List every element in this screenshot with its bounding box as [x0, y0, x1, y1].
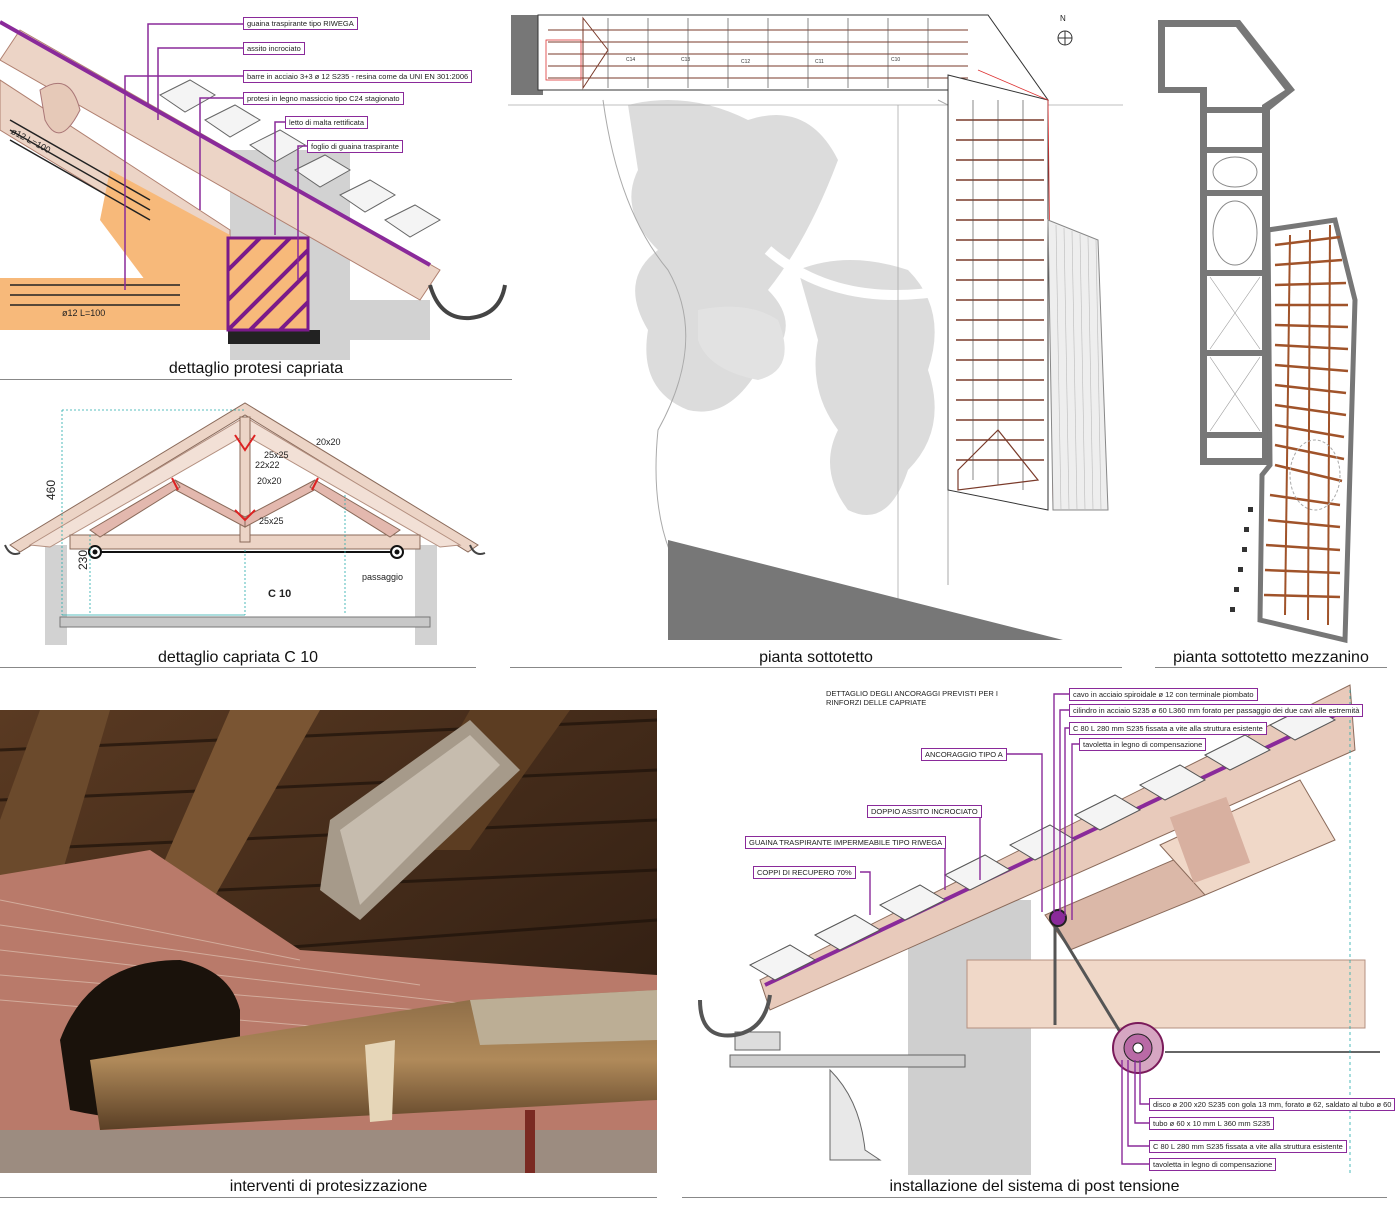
attic-photo — [0, 710, 657, 1173]
truss-drawing — [4, 402, 486, 645]
label-anchor-type-a: ANCORAGGIO TIPO A — [921, 748, 1007, 761]
dim-20x20-top: 20x20 — [316, 437, 341, 447]
caption-truss-detail: dettaglio capriata C 10 — [157, 649, 319, 666]
truss-id-label: C 10 — [268, 588, 292, 600]
label-spiral-cable: cavo in acciaio spiroidale ø 12 con term… — [1069, 688, 1258, 701]
prosthesis-drawing — [0, 20, 507, 360]
caption-prosthesis-detail: dettaglio protesi capriata — [168, 360, 344, 377]
attic-plan-drawing — [508, 14, 1123, 640]
caption-attic-plan: pianta sottotetto — [759, 649, 873, 666]
dim-20x20-mid: 20x20 — [257, 476, 282, 486]
dim-25x25-top: 25x25 — [264, 450, 289, 460]
truss-tag-c12: C12 — [741, 59, 751, 65]
rule-mezzanine — [1155, 667, 1387, 668]
truss-tag-c10: C10 — [891, 57, 901, 63]
bar-label-bottom: ø12 L=100 — [62, 308, 106, 318]
label-steel-bars: barre in acciaio 3+3 ø 12 S235 - resina … — [243, 70, 473, 83]
label-c80-top: C 80 L 280 mm S235 fissata a vite alla s… — [1069, 722, 1267, 735]
label-tavoletta-bottom: tavoletta in legno di compensazione — [1149, 1158, 1277, 1171]
dim-230: 230 — [76, 549, 90, 570]
label-c80-bottom: C 80 L 280 mm S235 fissata a vite alla s… — [1149, 1140, 1347, 1153]
attic-plan-panel: N C14 C13 C12 C11 C10 — [508, 10, 1123, 645]
label-tavoletta-top: tavoletta in legno di compensazione — [1079, 738, 1207, 751]
room-label-passaggio: passaggio — [362, 572, 404, 582]
rule-prosthesis — [0, 379, 512, 380]
label-recycled-tiles: COPPI DI RECUPERO 70% — [753, 866, 856, 879]
post-tension-drawing — [698, 684, 1380, 1175]
dim-460: 460 — [44, 479, 58, 500]
truss-tag-c14: C14 — [626, 57, 636, 63]
photo-panel — [0, 710, 657, 1173]
rule-truss — [0, 667, 476, 668]
caption-post-tension: installazione del sistema di post tensio… — [889, 1178, 1180, 1195]
north-label: N — [1060, 14, 1066, 23]
label-tube: tubo ø 60 x 10 mm L 360 mm S235 — [1149, 1117, 1275, 1130]
label-steel-cylinder: cilindro in acciaio S235 ø 60 L360 mm fo… — [1069, 704, 1364, 717]
dim-22x22: 22x22 — [255, 460, 280, 470]
dim-25x25-bottom: 25x25 — [259, 516, 284, 526]
truss-detail-panel: 20x20 25x25 22x22 20x20 25x25 460 230 C … — [0, 395, 490, 645]
mezzanine-plan-panel — [1150, 15, 1395, 645]
label-mortar-bed: letto di malta rettificata — [285, 116, 369, 129]
label-assito: assito incrociato — [243, 42, 305, 55]
rule-attic-plan — [510, 667, 1122, 668]
caption-mezzanine-plan: pianta sottotetto mezzanino — [1173, 649, 1369, 666]
truss-tag-c13: C13 — [681, 57, 691, 63]
label-riwega: guaina traspirante tipo RIWEGA — [243, 17, 358, 30]
post-tension-title: DETTAGLIO DEGLI ANCORAGGI PREVISTI PER I… — [826, 689, 998, 707]
prosthesis-detail-panel: guaina traspirante tipo RIWEGA assito in… — [0, 0, 515, 385]
rule-post-tension — [682, 1197, 1387, 1198]
label-membrane-sheet: foglio di guaina traspirante — [307, 140, 403, 153]
rule-photo — [0, 1197, 657, 1198]
label-riwega-membrane: GUAINA TRASPIRANTE IMPERMEABILE TIPO RIW… — [745, 836, 947, 849]
truss-tag-c11: C11 — [815, 59, 824, 65]
post-tension-panel: DETTAGLIO DEGLI ANCORAGGI PREVISTI PER I… — [680, 680, 1395, 1175]
mezzanine-plan-drawing — [1158, 20, 1358, 644]
label-double-boarding: DOPPIO ASSITO INCROCIATO — [867, 805, 982, 818]
label-timber-prosthesis: protesi in legno massiccio tipo C24 stag… — [243, 92, 404, 105]
caption-photo: interventi di protesizzazione — [229, 1178, 428, 1195]
label-disc: disco ø 200 x20 S235 con gola 13 mm, for… — [1149, 1098, 1395, 1111]
